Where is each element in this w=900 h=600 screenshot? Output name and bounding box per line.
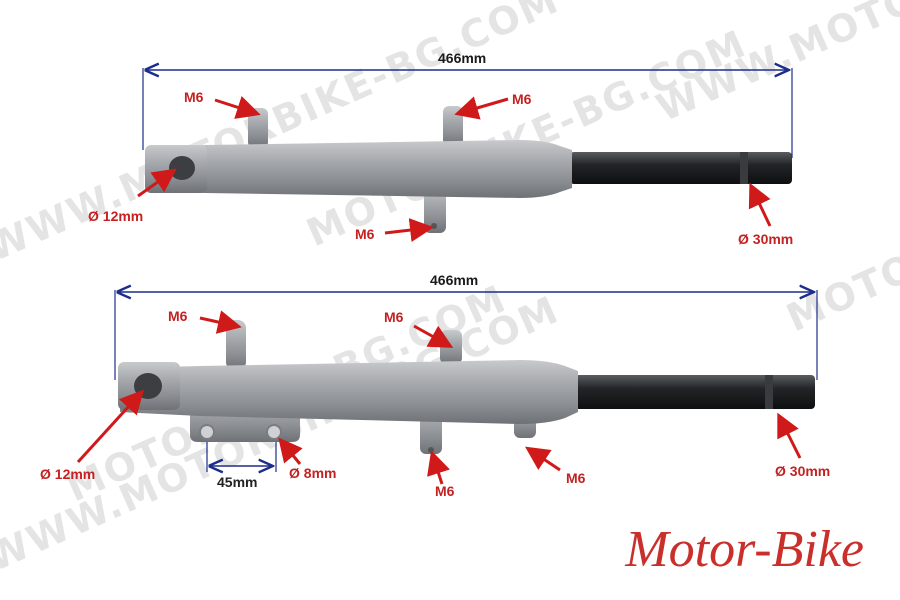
thread-label: M6 bbox=[566, 470, 586, 486]
callout-arrow bbox=[427, 450, 450, 485]
fork-stanchion bbox=[575, 375, 815, 409]
callout-arrow bbox=[413, 324, 454, 348]
fork-stanchion-groove bbox=[765, 375, 773, 409]
tube-diameter-label: Ø 30mm bbox=[738, 231, 794, 247]
callout-arrow bbox=[76, 389, 145, 464]
spacing-label: 45mm bbox=[217, 474, 258, 490]
callout-arrow bbox=[748, 182, 772, 227]
thread-label: M6 bbox=[184, 89, 204, 105]
hole-diameter-label: Ø 8mm bbox=[289, 465, 337, 481]
tube-diameter-label: Ø 30mm bbox=[775, 463, 831, 479]
fork-mount-tab bbox=[226, 320, 246, 370]
fork-mount-hole bbox=[428, 447, 434, 453]
thread-label: M6 bbox=[355, 226, 375, 242]
length-label: 466mm bbox=[430, 272, 479, 288]
bottom-fork bbox=[118, 320, 815, 454]
length-label: 466mm bbox=[438, 50, 487, 66]
bore-diameter-label: Ø 12mm bbox=[40, 466, 96, 482]
fork-eye-hole bbox=[169, 156, 195, 180]
thread-label: M6 bbox=[168, 308, 188, 324]
callout-arrow bbox=[278, 437, 303, 465]
brand-logo-text: Motor-Bike bbox=[625, 521, 864, 578]
fork-stanchion-groove bbox=[740, 152, 748, 184]
callout-arrow bbox=[525, 446, 561, 472]
fork-body bbox=[150, 140, 572, 198]
thread-label: M6 bbox=[512, 91, 532, 107]
callout-arrow bbox=[137, 168, 177, 198]
fork-mount-tab bbox=[248, 108, 268, 148]
fork-bracket-hole bbox=[199, 424, 215, 440]
callout-arrow bbox=[384, 218, 434, 242]
fork-stanchion bbox=[570, 152, 792, 184]
bore-diameter-label: Ø 12mm bbox=[88, 208, 144, 224]
callout-arrow bbox=[454, 96, 509, 120]
thread-label: M6 bbox=[435, 483, 455, 499]
thread-label: M6 bbox=[384, 309, 404, 325]
callout-arrow bbox=[777, 412, 802, 459]
top-fork bbox=[145, 106, 792, 233]
callout-arrow bbox=[199, 310, 242, 334]
fork-mount-tab bbox=[440, 330, 462, 364]
fork-mount-hole bbox=[431, 223, 437, 229]
fork-bracket-hole bbox=[266, 424, 282, 440]
fork-body bbox=[120, 360, 578, 424]
callout-arrow bbox=[214, 96, 261, 119]
